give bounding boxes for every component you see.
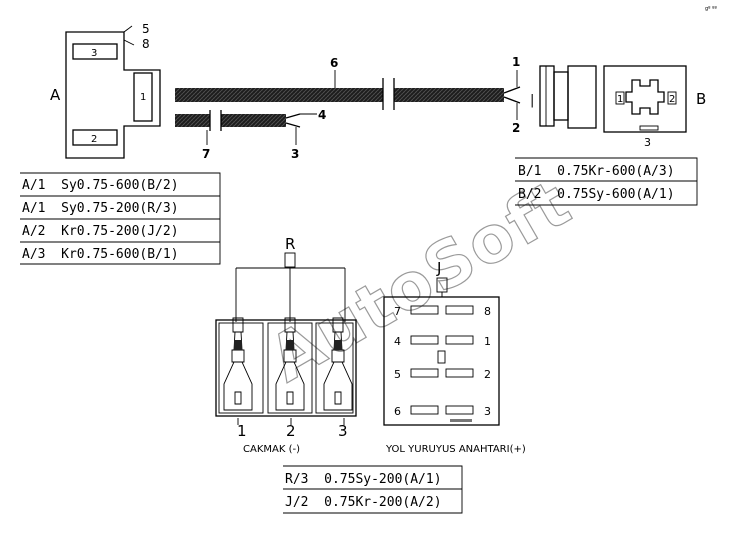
crimp-terminal xyxy=(323,317,353,411)
harness-6 xyxy=(175,70,521,110)
j-left-number: 7 xyxy=(394,305,401,318)
table-bottom-row: R/3 0.75Sy-200(A/1) xyxy=(285,472,442,487)
connector-a-pin-1: 1 xyxy=(140,92,146,103)
table-bottom-row: J/2 0.75Kr-200(A/2) xyxy=(285,495,442,510)
table-b-row: B/2 0.75Sy-600(A/1) xyxy=(518,187,675,202)
j-caption: YOL YURUYUS ANAHTARI(+) xyxy=(385,444,526,455)
connector-b-pin-3: 3 xyxy=(644,136,651,149)
table-a-row: A/1 Sy0.75-600(B/2) xyxy=(22,178,179,193)
connector-b xyxy=(539,65,687,133)
table-bottom xyxy=(283,465,463,514)
j-left-number: 5 xyxy=(394,368,401,381)
table-a-row: A/2 Kr0.75-200(J/2) xyxy=(22,224,179,239)
r-pin-3: 3 xyxy=(338,422,348,440)
connector-j xyxy=(383,277,500,426)
callout-1: 1 xyxy=(512,55,520,69)
j-right-number: 8 xyxy=(484,305,491,318)
connector-r xyxy=(215,252,357,417)
connector-b-side-mark: | xyxy=(530,93,534,108)
connector-a-pin-3: 3 xyxy=(91,48,97,59)
harness-7 xyxy=(175,110,317,145)
r-caption: CAKMAK (-) xyxy=(243,444,300,455)
j-right-number: 3 xyxy=(484,405,491,418)
r-pin-2: 2 xyxy=(286,422,296,440)
table-a xyxy=(20,172,221,265)
j-left-number: 6 xyxy=(394,405,401,418)
table-b xyxy=(515,157,698,206)
crimp-terminal xyxy=(223,317,253,411)
connector-r-label: R xyxy=(285,235,295,253)
r-pin-1: 1 xyxy=(237,422,247,440)
connector-j-label: J xyxy=(436,259,441,277)
callout-6: 6 xyxy=(330,56,338,70)
r-terminals xyxy=(223,317,353,411)
connector-a-pin-2: 2 xyxy=(91,134,97,145)
connector-b-pin-1: 1 xyxy=(617,94,623,105)
crimp-terminal xyxy=(275,317,305,411)
callout-2: 2 xyxy=(512,121,520,135)
connector-a-label: A xyxy=(50,86,61,104)
corner-mark: gº ºº xyxy=(705,6,717,12)
table-b-row: B/1 0.75Kr-600(A/3) xyxy=(518,164,675,179)
callout-3: 3 xyxy=(291,147,299,161)
table-a-row: A/3 Kr0.75-600(B/1) xyxy=(22,247,179,262)
table-a-row: A/1 Sy0.75-200(R/3) xyxy=(22,201,179,216)
callout-8: 8 xyxy=(142,37,150,51)
callout-5: 5 xyxy=(142,22,150,36)
j-right-number: 1 xyxy=(484,335,491,348)
callout-7: 7 xyxy=(202,147,210,161)
j-left-number: 4 xyxy=(394,335,401,348)
callout-4: 4 xyxy=(318,108,326,122)
connector-b-label: B xyxy=(696,90,706,108)
j-right-number: 2 xyxy=(484,368,491,381)
connector-b-pin-2: 2 xyxy=(669,94,675,105)
connector-a xyxy=(65,25,161,159)
